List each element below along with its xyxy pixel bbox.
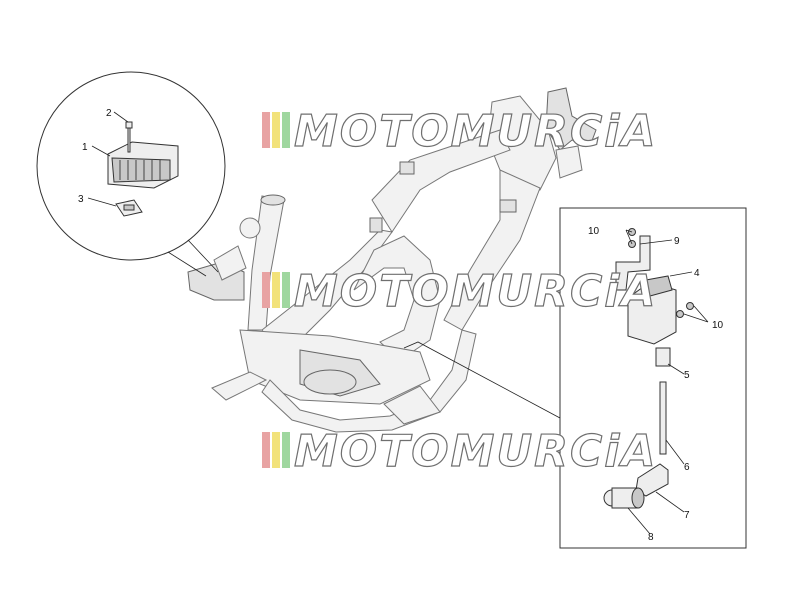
- callout-5: 5: [684, 370, 690, 381]
- ignition-detail-view: [403, 207, 747, 549]
- callout-1: 1: [82, 142, 88, 153]
- watermark-top: MOTOMURCiA: [262, 105, 657, 158]
- watermark-text: MOTOMURCiA: [294, 266, 657, 317]
- watermark-middle: MOTOMURCiA: [262, 265, 657, 318]
- connector-part: [655, 347, 671, 367]
- watermark-bottom: MOTOMURCiA: [262, 425, 657, 478]
- watermark-text: MOTOMURCiA: [294, 106, 657, 157]
- callout-10-lower: 10: [712, 320, 724, 331]
- ignition-coil-part: [627, 275, 677, 345]
- callout-10-upper: 10: [588, 226, 600, 237]
- rubber-boot-part: [603, 487, 645, 509]
- callout-7: 7: [684, 510, 690, 521]
- bolt-part: [125, 121, 133, 153]
- callout-3: 3: [78, 194, 84, 205]
- scooter-frame: [187, 87, 597, 433]
- callout-2: 2: [106, 108, 112, 119]
- regulator-part: [107, 141, 179, 189]
- ht-lead-part: [659, 381, 667, 455]
- regulator-detail-view: [36, 71, 226, 277]
- callout-labels: 2 1 3 10 9 4 10 5 6 7 8: [78, 108, 724, 543]
- clip-nut-part: [115, 199, 143, 217]
- watermark-text: MOTOMURCiA: [294, 426, 657, 477]
- callout-6: 6: [684, 462, 690, 473]
- callout-9: 9: [674, 236, 680, 247]
- nut-part: [686, 302, 694, 310]
- mounting-bracket: [615, 235, 651, 291]
- nut-part: [676, 310, 684, 318]
- callout-4: 4: [694, 268, 700, 279]
- callout-8: 8: [648, 532, 654, 543]
